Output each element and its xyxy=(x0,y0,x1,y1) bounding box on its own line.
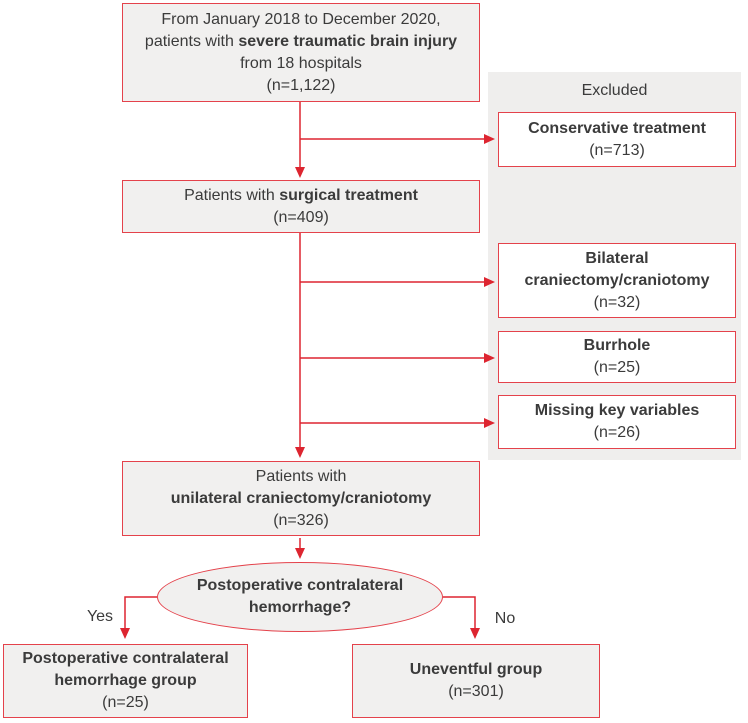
excluded-item-bilateral: Bilateral craniectomy/craniotomy (n=32) xyxy=(498,243,736,318)
enrollment-count: (n=1,122) xyxy=(266,76,336,94)
hem-group-line1-text: Postoperative contralateral xyxy=(22,650,229,667)
missing-label-text: Missing key variables xyxy=(534,402,700,419)
enrollment-line2-bold: severe traumatic brain injury xyxy=(238,32,458,50)
burrhole-label: Burrhole xyxy=(584,335,651,357)
surgical-count: (n=409) xyxy=(273,208,329,226)
decision-line1-text: Postoperative contralateral xyxy=(196,577,404,594)
arrow-decision-yes xyxy=(120,596,157,639)
enrollment-line3: from 18 hospitals xyxy=(240,54,362,72)
unilateral-line2: unilateral craniectomy/craniotomy xyxy=(171,488,432,510)
bilateral-label-line2-text: craniectomy/craniotomy xyxy=(524,271,710,289)
branch-label-no: No xyxy=(494,610,516,627)
hem-group-count: (n=25) xyxy=(102,694,149,711)
surgical-line1-bold: surgical treatment xyxy=(279,186,418,204)
uneventful-line1-text: Uneventful group xyxy=(409,661,543,678)
surgical-line1-prefix: Patients with xyxy=(184,186,280,204)
node-surgical-treatment: Patients with surgical treatment (n=409) xyxy=(122,180,480,233)
missing-count: (n=26) xyxy=(593,424,641,441)
decision-line1: Postoperative contralateral xyxy=(197,575,403,597)
conservative-label: Conservative treatment xyxy=(528,118,706,140)
missing-label: Missing key variables xyxy=(535,400,700,422)
bilateral-count: (n=32) xyxy=(593,293,641,311)
unilateral-line2-bold: unilateral craniectomy/craniotomy xyxy=(170,489,432,507)
uneventful-line1: Uneventful group xyxy=(410,659,542,681)
enrollment-line2-prefix: patients with xyxy=(144,32,239,50)
node-decision-hemorrhage: Postoperative contralateral hemorrhage? xyxy=(157,562,443,632)
enrollment-line1: From January 2018 to December 2020, xyxy=(161,10,441,28)
node-hemorrhage-group: Postoperative contralateral hemorrhage g… xyxy=(3,644,248,718)
bilateral-label-line2: craniectomy/craniotomy xyxy=(525,270,710,292)
unilateral-count: (n=326) xyxy=(273,511,329,529)
excluded-panel-title: Excluded xyxy=(581,82,648,99)
decision-line2: hemorrhage? xyxy=(249,597,351,619)
excluded-item-burrhole: Burrhole (n=25) xyxy=(498,331,736,383)
uneventful-count: (n=301) xyxy=(448,683,504,700)
conservative-label-text: Conservative treatment xyxy=(528,119,706,137)
decision-line2-text: hemorrhage? xyxy=(248,599,352,616)
branch-label-yes: Yes xyxy=(86,608,114,625)
conservative-count: (n=713) xyxy=(589,141,645,159)
excluded-item-conservative: Conservative treatment (n=713) xyxy=(498,112,736,167)
enrollment-line2: patients with severe traumatic brain inj… xyxy=(145,31,457,53)
bilateral-label-line1-text: Bilateral xyxy=(585,249,649,267)
node-unilateral: Patients with unilateral craniectomy/cra… xyxy=(122,461,480,536)
surgical-line1: Patients with surgical treatment xyxy=(184,185,418,207)
unilateral-line1: Patients with xyxy=(255,467,347,485)
node-uneventful-group: Uneventful group (n=301) xyxy=(352,644,600,718)
hem-group-line2: hemorrhage group xyxy=(54,670,196,692)
burrhole-count: (n=25) xyxy=(593,359,641,376)
hem-group-line2-text: hemorrhage group xyxy=(54,672,197,689)
bilateral-label-line1: Bilateral xyxy=(585,248,648,270)
burrhole-label-text: Burrhole xyxy=(583,337,651,354)
node-enrollment: From January 2018 to December 2020, pati… xyxy=(122,3,480,102)
excluded-item-missing-variables: Missing key variables (n=26) xyxy=(498,395,736,449)
hem-group-line1: Postoperative contralateral xyxy=(22,648,228,670)
arrow-decision-no xyxy=(443,596,480,639)
